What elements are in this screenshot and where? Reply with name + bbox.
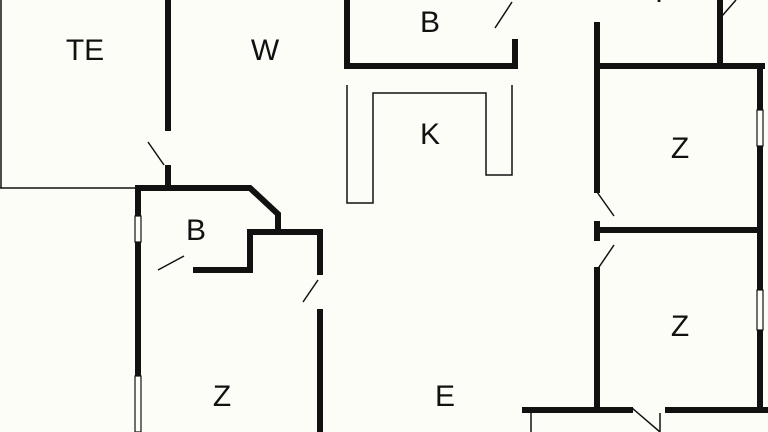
room-label-entrance: E [435, 380, 455, 413]
kitchen-counter [346, 85, 513, 204]
room-label-terrace: TE [66, 34, 104, 67]
terrace-outline [0, 0, 138, 189]
room-label-bedroom-left: Z [213, 380, 231, 413]
wall-top-bath [344, 0, 518, 69]
room-label-living: W [251, 34, 280, 67]
room-label-top-right: T [650, 0, 668, 9]
room-label-bath-top: B [420, 6, 440, 39]
room-label-bath-left: B [186, 214, 206, 247]
wall-terrace-living [147, 0, 171, 191]
room-label-bedroom-right-lower: Z [671, 310, 689, 343]
wall-right-block [522, 0, 768, 432]
wall-left-block [134, 185, 323, 432]
room-label-bedroom-right-upper: Z [671, 132, 689, 165]
room-label-kitchen: K [420, 118, 440, 151]
